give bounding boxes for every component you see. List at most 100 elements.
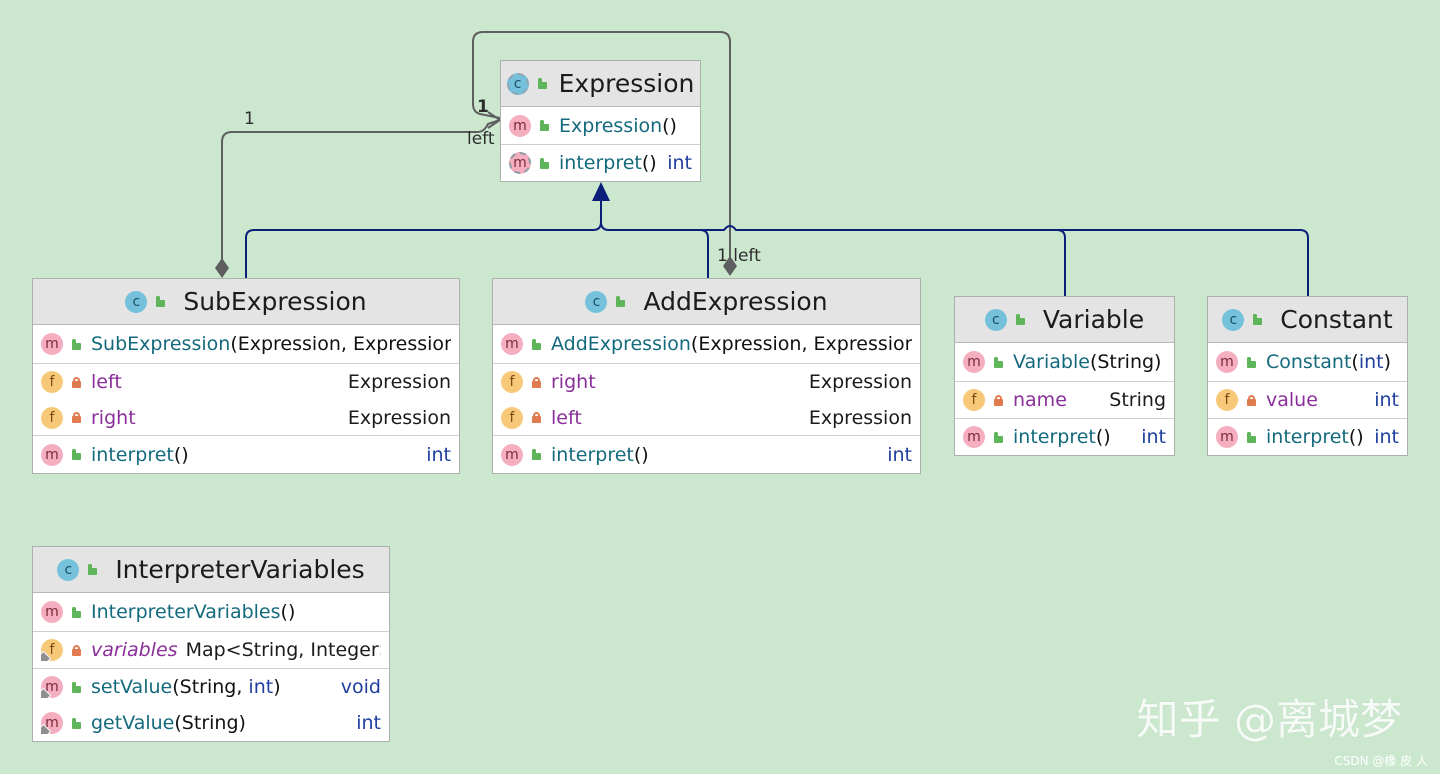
composition-diamond-sub — [215, 258, 229, 278]
method-name: interpret — [551, 443, 634, 466]
method-name: interpret — [559, 152, 642, 174]
method-name: interpret — [91, 443, 174, 466]
static-field-icon: f — [41, 639, 63, 661]
field-name: left — [91, 371, 122, 393]
field-row[interactable]: f left Expression — [33, 363, 459, 400]
public-icon — [71, 717, 82, 729]
class-name: Constant — [1280, 305, 1393, 334]
field-name: value — [1266, 389, 1318, 411]
class-expression[interactable]: c Expression m Expression() m interpret(… — [500, 60, 701, 182]
method-row[interactable]: m getValue(String) int — [33, 705, 389, 741]
public-icon — [71, 681, 82, 693]
private-lock-icon — [71, 644, 82, 656]
method-params: () — [1348, 426, 1364, 448]
class-name: Expression — [558, 69, 695, 98]
public-icon — [1252, 314, 1263, 325]
inheritance-edges — [245, 201, 1309, 296]
constructor-row[interactable]: m InterpreterVariables() — [33, 593, 389, 631]
class-name: Variable — [1042, 305, 1145, 334]
method-icon: m — [509, 114, 531, 137]
method-name: SubExpression — [91, 333, 231, 355]
class-interpretervariables[interactable]: c InterpreterVariables m InterpreterVari… — [32, 546, 390, 742]
field-row[interactable]: f left Expression — [493, 400, 920, 435]
method-name: getValue — [91, 712, 175, 734]
method-row[interactable]: m interpret() int — [955, 418, 1174, 455]
composition-edge-add — [472, 31, 731, 258]
constructor-row[interactable]: m SubExpression(Expression, Expression) — [33, 325, 459, 363]
class-subexpression[interactable]: c SubExpression m SubExpression(Expressi… — [32, 278, 460, 474]
public-icon — [1015, 314, 1026, 325]
field-type: Map<String, Integer> — [185, 639, 381, 661]
class-header: c AddExpression — [493, 279, 920, 325]
class-icon: c — [506, 72, 529, 95]
public-icon — [1246, 431, 1257, 443]
method-name: Variable — [1013, 351, 1090, 373]
constructor-row[interactable]: m AddExpression(Expression, Expression) — [493, 325, 920, 363]
watermark: 知乎 @离城梦 — [1136, 695, 1402, 744]
private-lock-icon — [531, 412, 542, 423]
method-params: (Expression, Expression) — [230, 333, 451, 355]
return-type: int — [356, 712, 381, 734]
method-params: (Expression, Expression) — [690, 333, 912, 355]
public-icon — [993, 431, 1004, 443]
method-row[interactable]: m interpret() int — [1208, 418, 1407, 455]
field-name: right — [551, 371, 596, 393]
method-name: InterpreterVariables — [91, 601, 281, 623]
param-type: int — [248, 676, 274, 698]
method-row[interactable]: m interpret() int — [33, 435, 459, 473]
field-row[interactable]: f name String — [955, 381, 1174, 418]
method-icon: m — [501, 443, 523, 466]
class-constant[interactable]: c Constant m Constant(int) f value int m… — [1207, 296, 1408, 456]
class-icon: c — [57, 558, 80, 581]
class-name: AddExpression — [643, 287, 828, 316]
constructor-row[interactable]: m Constant(int) — [1208, 343, 1407, 381]
method-icon: m — [1216, 426, 1238, 448]
method-name: AddExpression — [551, 333, 691, 355]
label-add-bottom: 1 left — [717, 246, 761, 266]
method-icon: m — [41, 443, 63, 466]
method-name: Expression — [559, 114, 663, 137]
field-row[interactable]: f value int — [1208, 381, 1407, 418]
field-row[interactable]: f right Expression — [493, 363, 920, 400]
constructor-row[interactable]: m Variable(String) — [955, 343, 1174, 381]
public-icon — [539, 120, 550, 131]
public-icon — [531, 449, 542, 460]
method-name: setValue — [91, 676, 173, 698]
method-row[interactable]: m interpret() int — [493, 435, 920, 473]
public-icon — [71, 449, 82, 460]
method-params: (String) — [1089, 351, 1162, 373]
field-row[interactable]: f variables Map<String, Integer> — [33, 631, 389, 668]
return-type: int — [426, 443, 451, 466]
field-row[interactable]: f right Expression — [33, 400, 459, 435]
method-row[interactable]: m setValue(String, int) void — [33, 668, 389, 705]
return-type: int — [887, 443, 912, 466]
field-name: variables — [91, 639, 178, 661]
method-icon: m — [41, 333, 63, 355]
method-row[interactable]: m interpret() int — [501, 144, 700, 181]
composition-edge-sub — [221, 119, 501, 262]
multiplicity-sub: 1 — [244, 109, 255, 129]
class-variable[interactable]: c Variable m Variable(String) f name Str… — [954, 296, 1175, 456]
method-name: interpret — [1013, 426, 1096, 448]
field-icon: f — [41, 371, 63, 393]
arrow-open-sub — [487, 111, 502, 129]
abstract-method-icon: m — [509, 152, 531, 174]
field-type: String — [1109, 389, 1166, 411]
public-icon — [615, 296, 626, 307]
field-icon: f — [963, 389, 985, 411]
public-icon — [531, 338, 542, 350]
class-header: c Expression — [501, 61, 700, 107]
field-name: right — [91, 406, 136, 429]
method-row[interactable]: m Expression() — [501, 107, 700, 144]
return-type: int — [1141, 426, 1166, 448]
field-name: name — [1013, 389, 1067, 411]
method-params: () — [633, 443, 649, 466]
class-header: c Variable — [955, 297, 1174, 343]
method-params: () — [280, 601, 296, 623]
return-type: int — [667, 152, 692, 174]
method-icon: m — [963, 426, 985, 448]
method-icon: m — [963, 351, 985, 373]
method-name: Constant — [1266, 351, 1352, 373]
return-type: void — [340, 676, 381, 698]
class-addexpression[interactable]: c AddExpression m AddExpression(Expressi… — [492, 278, 921, 474]
